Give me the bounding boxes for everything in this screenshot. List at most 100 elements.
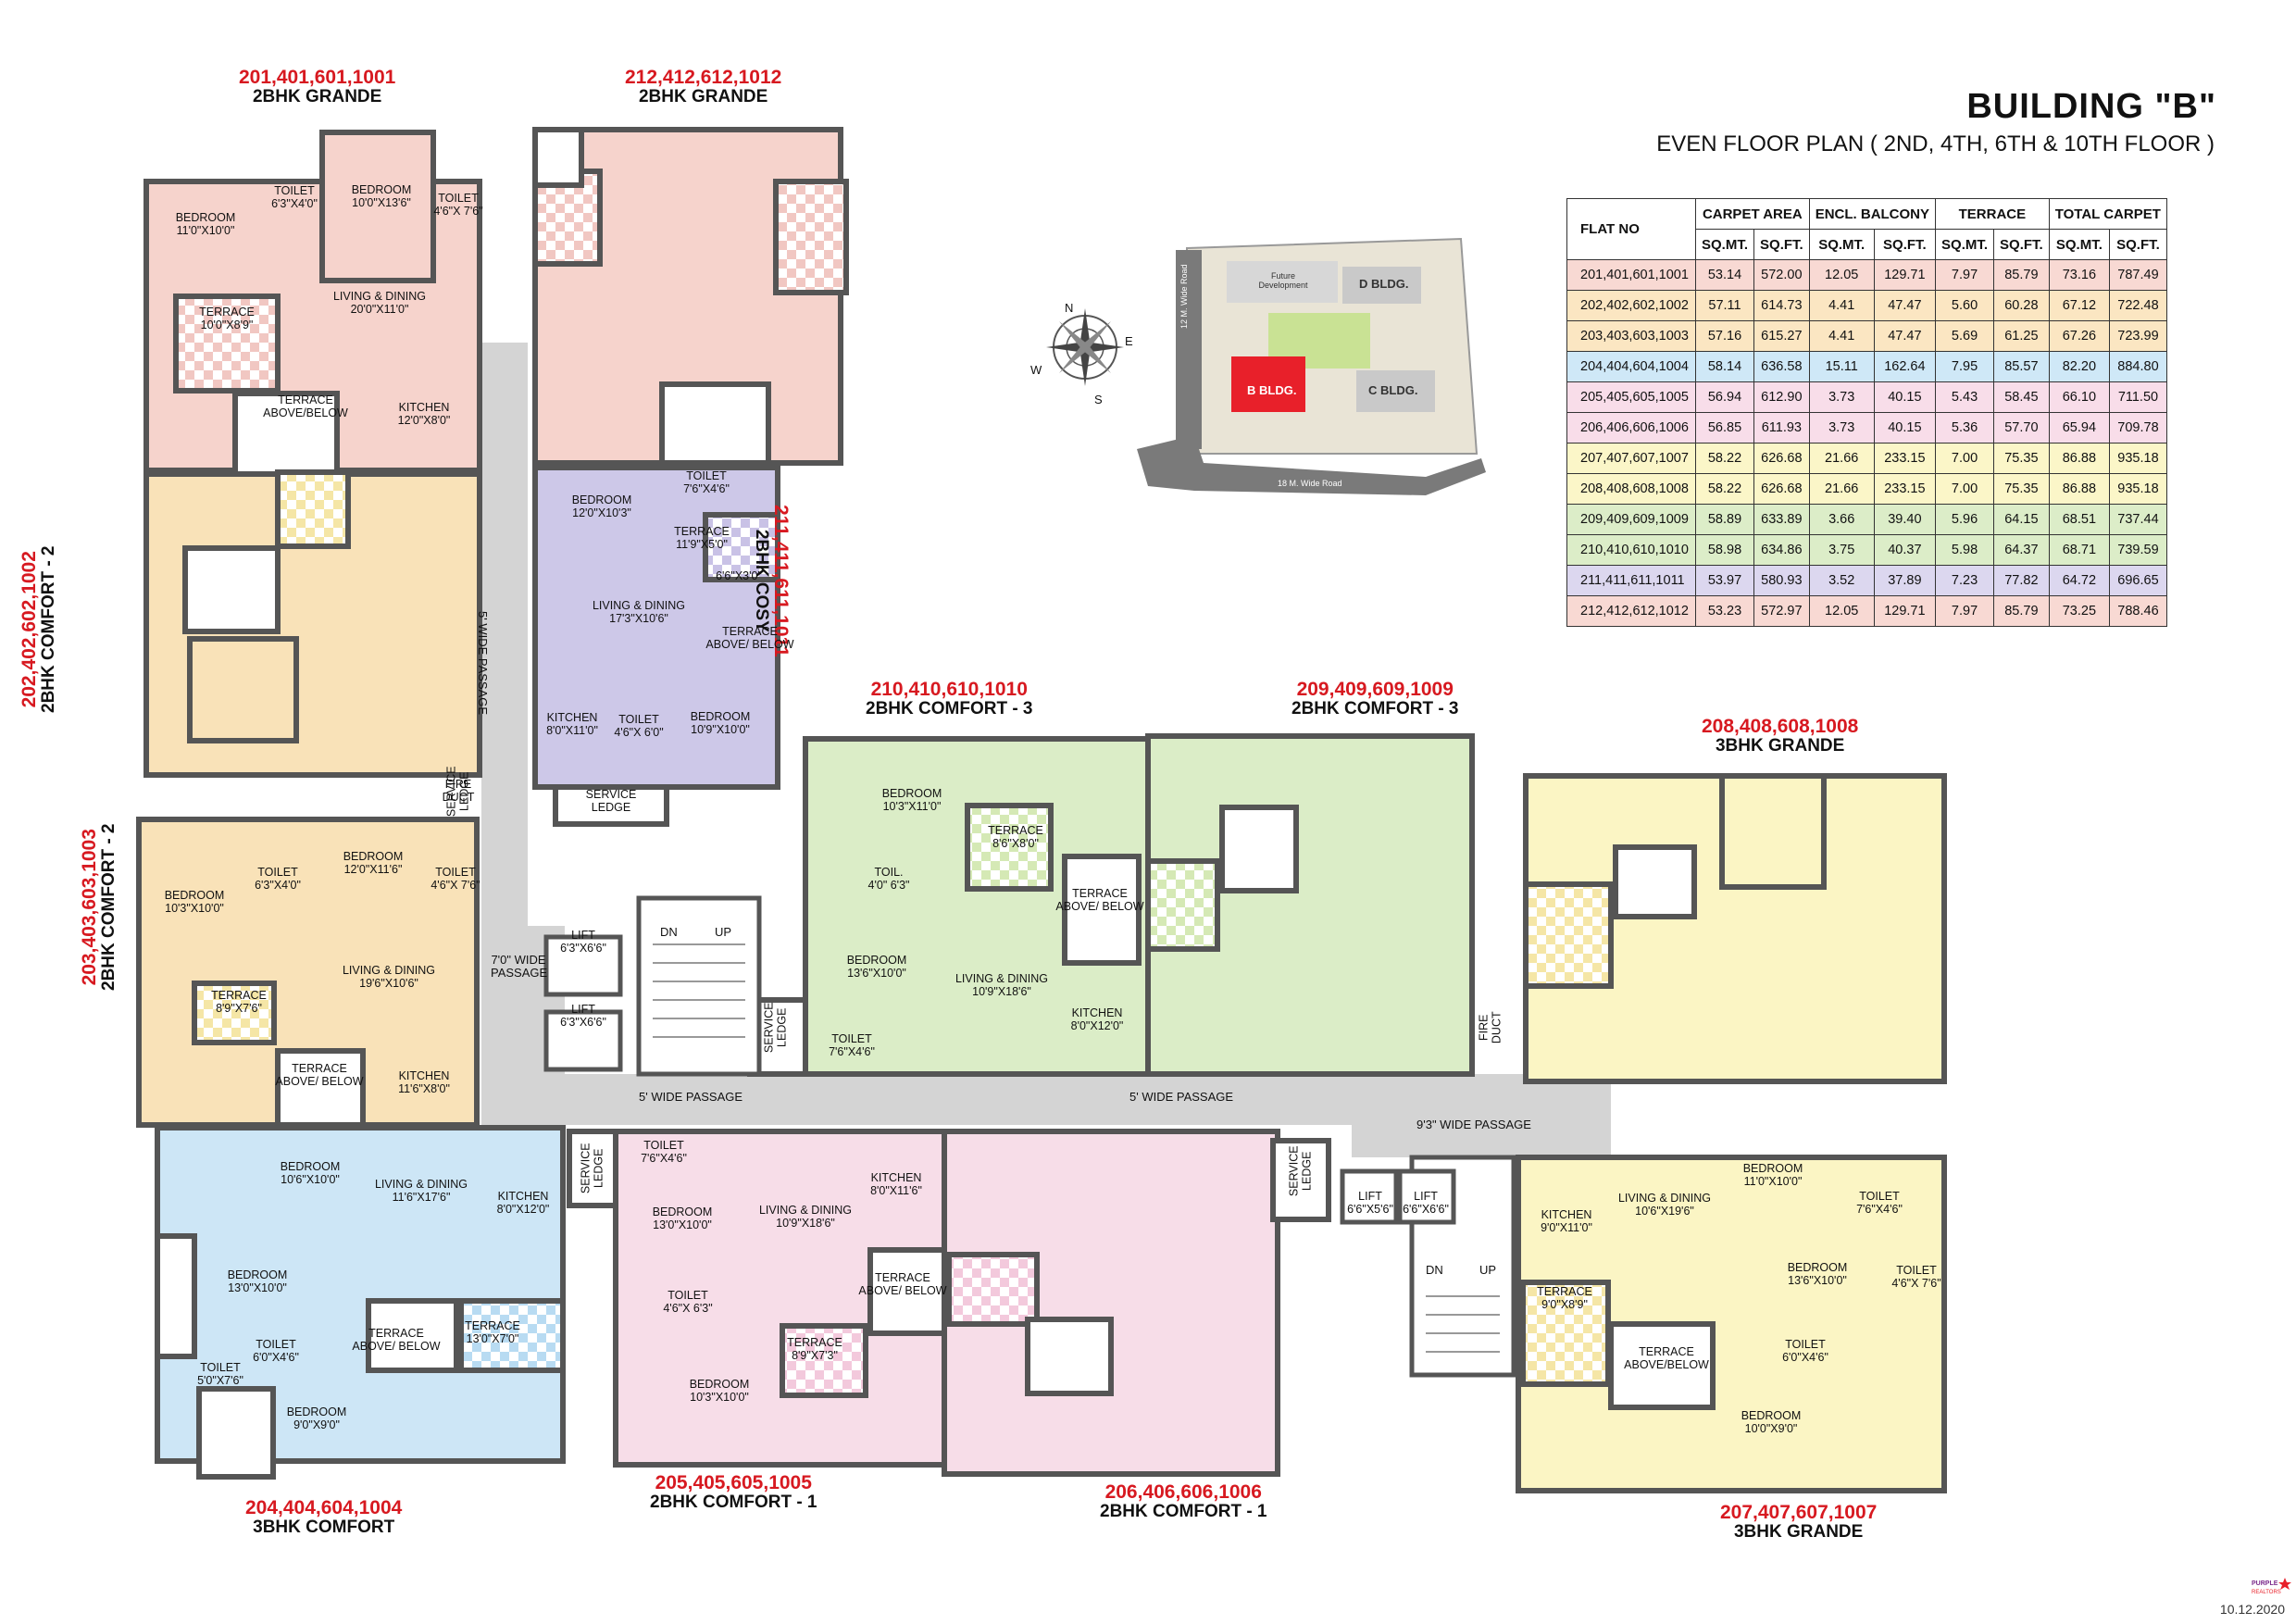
- area-value-cell: 3.73: [1808, 412, 1875, 443]
- room-dimension: 10'0"X13'6": [352, 195, 411, 209]
- unit-type: 2BHK COMFORT - 3: [866, 699, 1033, 719]
- room-name: KITCHEN: [1071, 1006, 1123, 1019]
- room-name: BEDROOM: [164, 889, 225, 902]
- area-value-cell: 73.25: [2048, 595, 2111, 627]
- room-name: KITCHEN: [398, 1069, 450, 1082]
- room-dimension: 4'6"X 7'6": [433, 204, 483, 218]
- flat-no-cell: 204,404,604,1004: [1566, 351, 1696, 382]
- area-value-cell: 636.58: [1753, 351, 1810, 382]
- area-value-cell: 3.52: [1808, 565, 1875, 596]
- room-name: TOILET: [256, 1338, 296, 1351]
- unit-number: 205,405,605,1005: [655, 1472, 812, 1493]
- room-dimension: 10'6"X19'6": [1635, 1204, 1694, 1218]
- compass-n: N: [1065, 301, 1074, 315]
- unit-212-plan: [532, 127, 849, 466]
- unit-label-208: 208,408,608,1008 3BHK GRANDE: [1702, 716, 1858, 756]
- area-value-cell: 572.97: [1753, 595, 1810, 627]
- area-value-cell: 56.85: [1694, 412, 1755, 443]
- svg-text:REALTORS: REALTORS: [2252, 1590, 2281, 1595]
- room-name: TERRACE: [368, 1327, 424, 1340]
- area-value-cell: 572.00: [1753, 259, 1810, 291]
- unit-number: 201,401,601,1001: [239, 67, 396, 88]
- sub-sqft: SQ.FT.: [1993, 229, 2050, 260]
- unit-208-plan: [1523, 773, 1947, 1084]
- area-value-cell: 58.22: [1694, 443, 1755, 474]
- area-value-cell: 86.88: [2048, 473, 2111, 505]
- unit-number: 204,404,604,1004: [245, 1497, 403, 1518]
- unit-201-plan: [144, 130, 482, 480]
- area-value-cell: 85.57: [1993, 351, 2050, 382]
- room-dimension: 12'0"X10'3": [572, 506, 631, 519]
- key-plan-future-label: Future Development: [1258, 271, 1308, 290]
- stair-up-label: UP: [715, 925, 732, 939]
- unit-label-212: 212,412,612,1012 2BHK GRANDE: [625, 67, 781, 107]
- sub-sqft: SQ.FT.: [1873, 229, 1937, 260]
- col-flat-no: FLAT NO: [1566, 198, 1696, 260]
- room-name: LIVING & DINING: [332, 290, 427, 303]
- unit-203-plan: [136, 817, 480, 1128]
- room-name: LIFT: [1414, 1190, 1438, 1203]
- passage-label: 5' WIDE PASSAGE: [639, 1090, 743, 1104]
- room-name: TOILET: [438, 192, 479, 205]
- room-dimension: 8'0"X11'6": [870, 1183, 922, 1197]
- plan-date: 10.12.2020: [2219, 1602, 2285, 1617]
- room-name: TOILET: [686, 469, 727, 482]
- room-dimension: 10'3"X10'0": [165, 901, 224, 915]
- passage-label: 7'0" WIDE PASSAGE: [491, 953, 548, 981]
- area-value-cell: 633.89: [1753, 504, 1810, 535]
- area-value-cell: 5.43: [1935, 381, 1995, 413]
- flat-no-cell: 210,410,610,1010: [1566, 534, 1696, 566]
- unit-type: 2BHK COMFORT - 2: [99, 823, 119, 992]
- room-dimension: LEDGE: [592, 1148, 605, 1188]
- compass-w: W: [1030, 363, 1042, 377]
- stair-down-label: DN: [1426, 1263, 1443, 1277]
- area-value-cell: 696.65: [2109, 565, 2167, 596]
- unit-type: 2BHK GRANDE: [638, 87, 768, 107]
- room-name: TOILET: [200, 1361, 241, 1374]
- unit-type: 2BHK COMFORT - 1: [650, 1493, 817, 1513]
- room-name: BEDROOM: [343, 850, 404, 863]
- area-value-cell: 5.96: [1935, 504, 1995, 535]
- room-name: TOILET: [1896, 1264, 1937, 1277]
- room-dimension: ABOVE/ BELOW: [275, 1074, 364, 1088]
- area-value-cell: 56.94: [1694, 381, 1755, 413]
- room-dimension: 12'0"X11'6": [343, 862, 403, 876]
- unit-type: 2BHK COMFORT - 2: [39, 545, 59, 714]
- area-value-cell: 47.47: [1873, 290, 1937, 321]
- area-value-cell: 86.88: [2048, 443, 2111, 474]
- room-dimension: 4'6"X 7'6": [430, 878, 480, 892]
- room-dimension: 6'3"X6'6": [560, 941, 606, 955]
- area-value-cell: 787.49: [2109, 259, 2167, 291]
- unit-type: 2BHK GRANDE: [252, 87, 382, 107]
- room-name: TERRACE: [292, 1062, 347, 1075]
- area-value-cell: 722.48: [2109, 290, 2167, 321]
- passage-label: 5' WIDE PASSAGE: [476, 611, 490, 716]
- unit-label-207: 207,407,607,1007 3BHK GRANDE: [1720, 1502, 1877, 1543]
- unit-type: 2BHK COMFORT - 1: [1100, 1502, 1267, 1522]
- area-value-cell: 15.11: [1808, 351, 1875, 382]
- room-dimension: 8'9"X7'3": [792, 1348, 838, 1362]
- room-dimension: 11'9"X5'0": [676, 537, 728, 551]
- room-name: TERRACE: [1639, 1345, 1694, 1358]
